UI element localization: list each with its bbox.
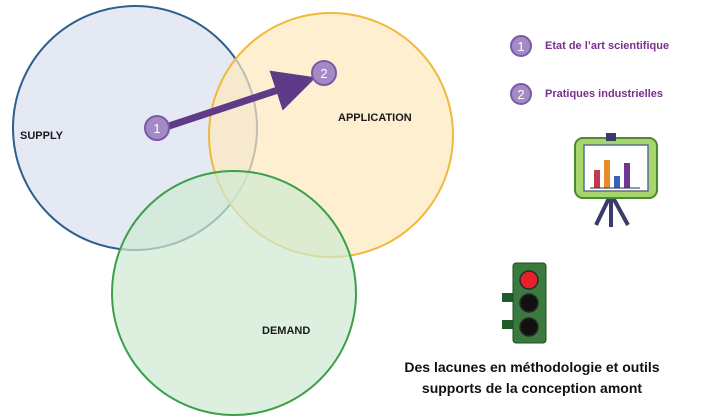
demand-label: DEMAND bbox=[262, 325, 310, 337]
traffic-light-red-icon bbox=[502, 262, 547, 344]
supply-label: SUPPLY bbox=[20, 130, 64, 142]
marker-1-number: 1 bbox=[153, 121, 160, 136]
legend-badge-1: 1 bbox=[510, 35, 532, 57]
conclusion-line-2: supports de la conception amont bbox=[421, 380, 643, 396]
legend-item-2: 2 Pratiques industrielles bbox=[510, 83, 663, 105]
marker-1: 1 bbox=[144, 115, 170, 141]
presentation-board-icon bbox=[574, 133, 658, 227]
legend-label-1: Etat de l’art scientifique bbox=[545, 40, 670, 52]
application-label: APPLICATION bbox=[338, 112, 412, 124]
marker-2: 2 bbox=[311, 60, 337, 86]
demand-circle bbox=[111, 170, 357, 416]
legend-label-2: Pratiques industrielles bbox=[545, 88, 663, 100]
legend-badge-2: 2 bbox=[510, 83, 532, 105]
conclusion-text: Des lacunes en méthodologie et outils su… bbox=[370, 357, 694, 399]
transfer-arrow bbox=[164, 70, 316, 131]
marker-2-number: 2 bbox=[320, 66, 327, 81]
conclusion-line-1: Des lacunes en méthodologie et outils bbox=[404, 359, 660, 375]
legend-item-1: 1 Etat de l’art scientifique bbox=[510, 35, 669, 57]
